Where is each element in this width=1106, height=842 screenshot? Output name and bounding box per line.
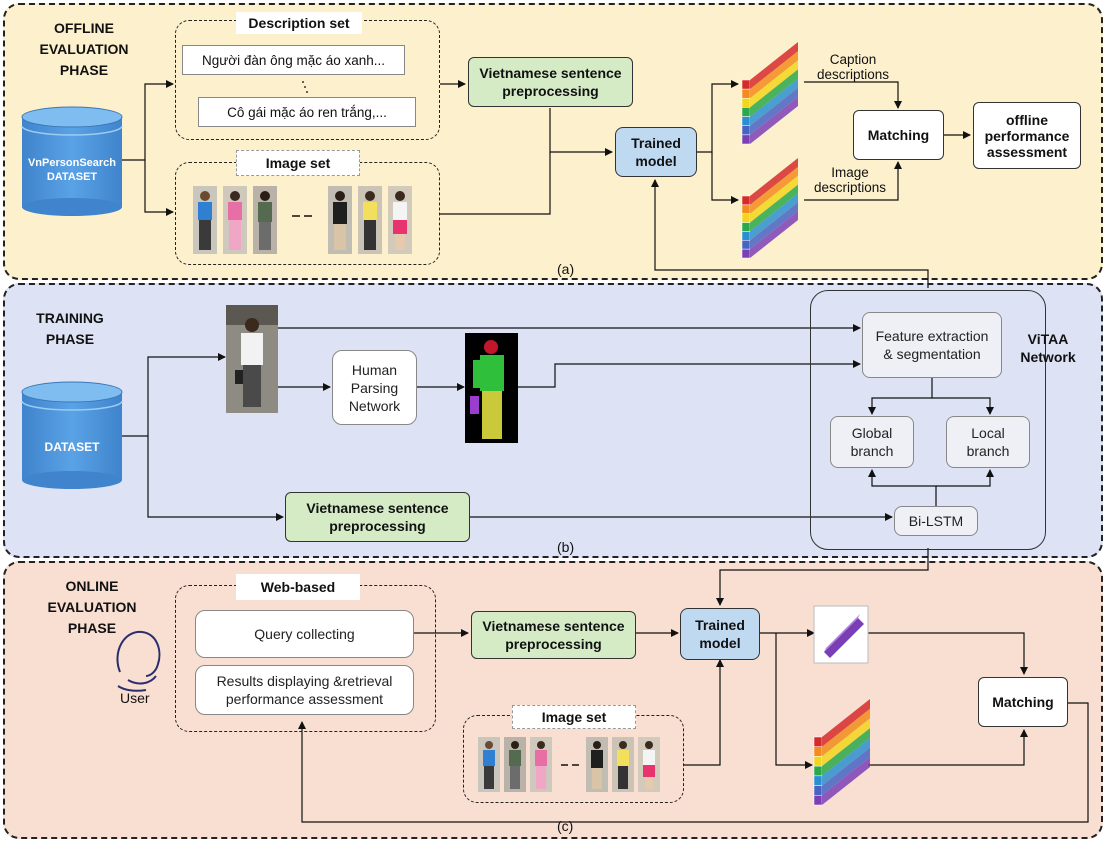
vietnamese-preprocessing-a: Vietnamese sentence preprocessing	[468, 57, 633, 107]
human-parsing-mask	[465, 333, 518, 443]
phase-title-offline: OFFLINE EVALUATION PHASE	[39, 20, 129, 78]
feature-stack-cell	[813, 785, 823, 796]
caption-a: (a)	[557, 261, 575, 277]
dataset-name: VnPersonSearch	[27, 157, 117, 169]
feature-stack-cell	[813, 775, 823, 786]
feature-stack-cell	[741, 204, 751, 214]
user-icon	[116, 630, 161, 692]
image-set-title-a: Image set	[236, 150, 360, 176]
feature-stack-cell	[813, 765, 823, 777]
feature-stack-cell	[813, 795, 823, 806]
feature-stack-cell	[741, 195, 751, 206]
phase-title-training: TRAINING PHASE	[36, 310, 104, 347]
human-parsing-network: Human Parsing Network	[332, 350, 417, 425]
feature-stack-layer	[750, 42, 798, 90]
feature-stack-cell	[741, 222, 751, 232]
feature-stack-layer	[822, 718, 870, 767]
description-item-1: Người đàn ông mặc áo xanh...	[182, 45, 405, 75]
feature-stack-layer	[750, 202, 798, 250]
query-collecting: Query collecting	[195, 610, 414, 658]
local-branch: Local branch	[946, 416, 1030, 468]
image-set-thumbnails-c	[478, 737, 660, 792]
feature-stack-layer	[750, 193, 798, 241]
feature-stack-layer	[750, 158, 798, 205]
feature-stack-cell	[741, 79, 751, 90]
feature-stack-layer	[822, 757, 870, 805]
panel-online-evaluation	[3, 561, 1103, 839]
training-person-photo	[226, 305, 278, 413]
matching-a: Matching	[853, 110, 944, 160]
description-item-2: Cô gái mặc áo ren trắng,...	[198, 97, 416, 127]
online-image-feature-stack	[813, 699, 870, 806]
image-feature-stack	[741, 158, 798, 259]
feature-stack-cell	[813, 736, 823, 747]
feature-stack-layer	[822, 699, 870, 747]
feature-stack-layer	[750, 184, 798, 232]
feature-stack-layer	[750, 87, 798, 135]
description-ellipsis	[302, 81, 308, 93]
matching-c: Matching	[978, 677, 1068, 727]
feature-stack-cell	[741, 213, 751, 223]
vitaa-network-container	[810, 290, 1046, 550]
image-set-group-a	[175, 162, 440, 265]
vnpersonsearch-dataset: VnPersonSearch DATASET	[22, 150, 122, 190]
vietnamese-preprocessing-b: Vietnamese sentence preprocessing	[285, 492, 470, 542]
feature-stack-layer	[750, 211, 798, 258]
feature-stack-cell	[741, 88, 751, 99]
feature-stack-layer	[750, 69, 798, 117]
database-cylinder-training	[21, 381, 123, 489]
feature-stack-layer	[750, 96, 798, 144]
vietnamese-preprocessing-c: Vietnamese sentence preprocessing	[471, 611, 636, 659]
feature-stack-layer	[750, 175, 798, 223]
offline-performance-assessment: offline performance assessment	[973, 102, 1081, 169]
caption-c: (c)	[557, 818, 574, 834]
caption-feature-stack	[741, 42, 798, 145]
trained-model-c: Trained model	[680, 608, 760, 660]
caption-descriptions-label: Caption descriptions	[816, 52, 890, 82]
vitaa-network-label: ViTAA Network	[1020, 331, 1076, 365]
caption-b: (b)	[557, 539, 575, 555]
results-displaying: Results displaying &retrieval performanc…	[195, 665, 414, 715]
feature-stack-layer	[750, 60, 798, 108]
training-dataset: DATASET	[44, 440, 100, 454]
feature-stack-cell	[741, 134, 751, 145]
feature-stack-cell	[813, 756, 823, 767]
online-query-feature-bar	[813, 605, 869, 664]
feature-stack-layer	[822, 728, 870, 776]
web-based-title: Web-based	[236, 574, 360, 600]
feature-stack-cell	[741, 107, 751, 117]
feature-stack-layer	[750, 78, 798, 126]
feature-stack-layer	[822, 747, 870, 796]
global-branch: Global branch	[830, 416, 914, 468]
feature-stack-cell	[741, 98, 751, 108]
description-set-title: Description set	[236, 12, 362, 34]
feature-stack-cell	[741, 116, 751, 126]
feature-stack-cell	[741, 231, 751, 241]
phase-title-online: ONLINE EVALUATION PHASE	[47, 578, 137, 636]
feature-stack-cell	[741, 240, 751, 250]
database-cylinder-vnpersonsearch	[21, 106, 123, 216]
image-descriptions-label: Image descriptions	[813, 165, 887, 195]
feature-stack-layer	[750, 166, 798, 214]
dataset-sub: DATASET	[46, 171, 98, 183]
feature-stack-cell	[813, 746, 823, 757]
feature-stack-layer	[750, 51, 798, 99]
image-set-title-c: Image set	[512, 705, 636, 729]
bi-lstm: Bi-LSTM	[894, 506, 978, 536]
feature-stack-cell	[741, 125, 751, 136]
user-label: User	[120, 690, 150, 706]
feature-stack-layer	[822, 708, 870, 757]
image-set-thumbnails-a	[193, 186, 412, 254]
feature-stack-layer	[822, 737, 870, 786]
feature-stack-cell	[741, 248, 751, 259]
feature-extraction-segmentation: Feature extraction & segmentation	[862, 312, 1002, 378]
trained-model-a: Trained model	[615, 127, 697, 177]
